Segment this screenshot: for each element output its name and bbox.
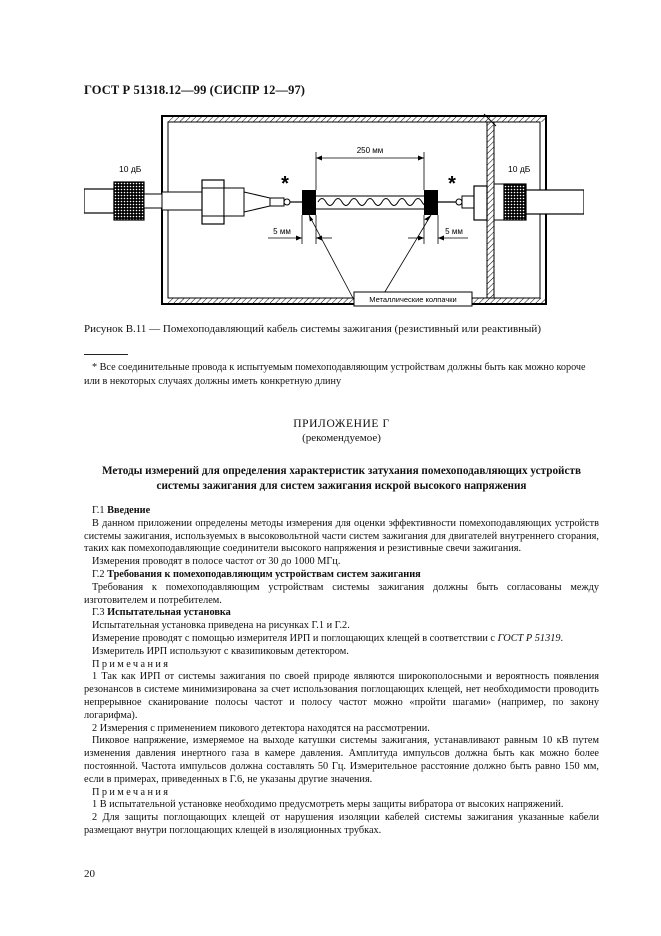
shield-wall-top [168, 116, 546, 122]
appendix-title: ПРИЛОЖЕНИЕ Г [293, 418, 390, 430]
notes-label: Примечания [92, 658, 171, 670]
standard-reference: ГОСТ Р 51319 [497, 632, 561, 644]
dimension-right-gap-label: 5 мм [445, 227, 463, 236]
section-title: Требования к помехоподавляющим устройств… [107, 568, 421, 580]
paragraph: В данном приложении определены методы из… [84, 517, 599, 555]
footnote-rule [84, 354, 128, 355]
paragraph: Измерение проводят с помощью измерителя … [84, 633, 599, 646]
paragraph: Измерения проводят в полосе частот от 30… [92, 556, 341, 568]
dimension-left-gap-label: 5 мм [273, 227, 291, 236]
page-number: 20 [84, 868, 95, 880]
attenuator-left-label: 10 дБ [119, 164, 142, 174]
section-heading-intro: Г.1 Введение [84, 505, 599, 518]
note: 1 Так как ИРП от системы зажигания по св… [84, 671, 599, 721]
caps-label: Металлические колпачки [369, 295, 456, 304]
asterisk-right: * [448, 173, 456, 195]
left-attenuator [113, 181, 145, 221]
body-text: Г.1 Введение В данном приложении определ… [84, 505, 599, 838]
document-header: ГОСТ Р 51318.12—99 (СИСПР 12—97) [84, 83, 306, 97]
note: 2 Для защиты поглощающих клещей от наруш… [84, 812, 599, 836]
section-number: Г.1 [92, 505, 108, 516]
section-number: Г.3 [92, 607, 108, 619]
paragraph: Требования к помехоподавляющим устройств… [84, 581, 599, 606]
asterisk-left: * [281, 173, 289, 195]
paragraph: Измеритель ИРП используют с квазипиковым… [92, 645, 349, 657]
dimension-length-label: 250 мм [357, 146, 384, 155]
section-number: Г.2 [92, 568, 108, 580]
left-cable [84, 188, 115, 214]
section-title: Испытательная установка [107, 607, 231, 619]
section-heading-requirements: Г.2 Требования к помехоподавляющим устро… [84, 569, 599, 582]
right-partition [486, 121, 495, 299]
section-title: Введение [107, 505, 151, 516]
attenuator-right-label: 10 дБ [508, 164, 531, 174]
right-cable [525, 189, 584, 215]
note: 1 В испытательной установке необходимо п… [92, 799, 564, 811]
figure-caption: Рисунок В.11 — Помехоподавляющий кабель … [84, 323, 541, 335]
paragraph-text: Измерение проводят с помощью измерителя … [92, 632, 498, 644]
notes-label: Примечания [92, 786, 171, 798]
metal-cap-left [302, 190, 316, 215]
paragraph-text: . [560, 632, 564, 644]
paragraph: Испытательная установка приведена на рис… [92, 620, 350, 632]
paragraph: Пиковое напряжение, измеряемое на выходе… [84, 735, 599, 785]
right-attenuator [503, 183, 527, 221]
metal-cap-right [424, 190, 438, 215]
footnote: * Все соединительные провода к испытуемы… [84, 362, 586, 387]
section-heading-setup: Г.3 Испытательная установка [84, 607, 599, 620]
appendix-subtitle: (рекомендуемое) [302, 432, 381, 444]
note: 2 Измерения с применением пикового детек… [92, 722, 430, 734]
appendix-heading: Методы измерений для определения характе… [101, 465, 582, 492]
figure-diagram: * * 250 мм 5 мм 5 мм Металлические колпа… [84, 113, 584, 307]
resistive-winding [317, 198, 431, 206]
